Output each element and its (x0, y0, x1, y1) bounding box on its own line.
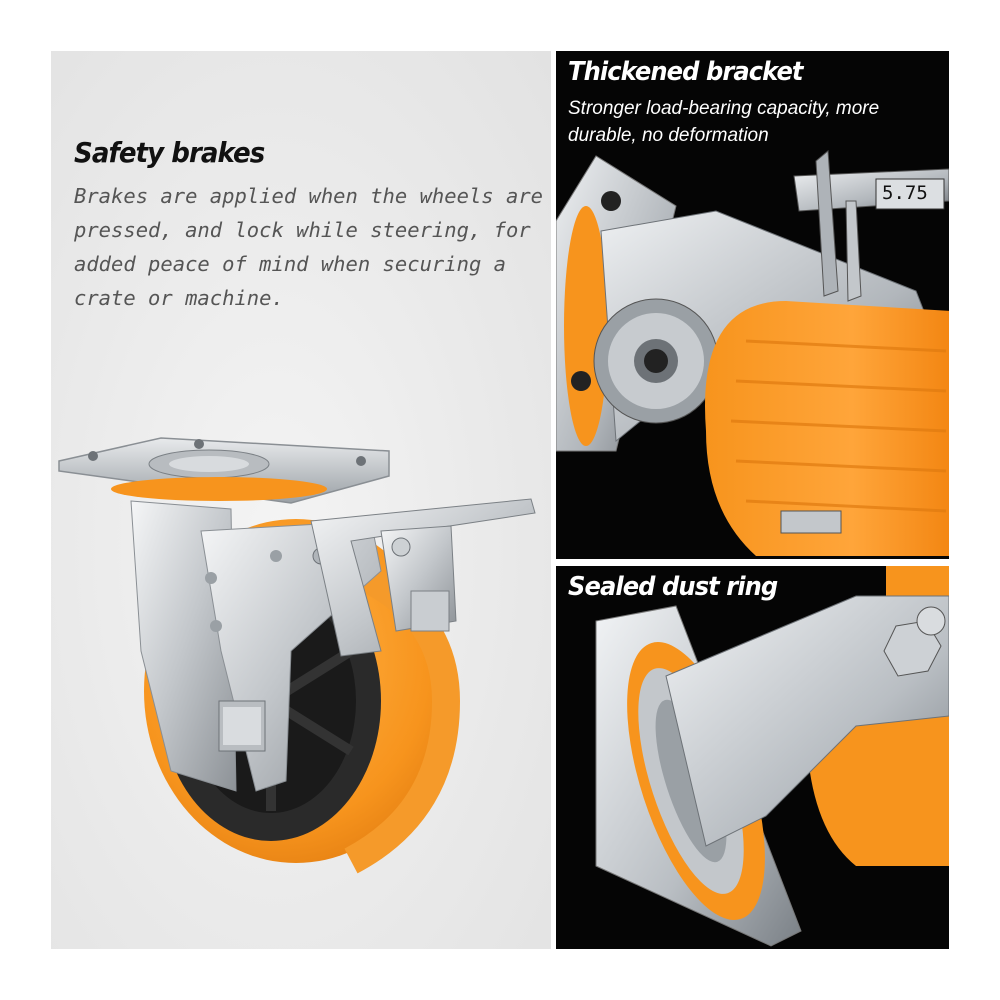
mounting-plate (58, 437, 390, 504)
caliper-reading: 5.75 (882, 182, 928, 204)
safety-brakes-panel: Safety brakes Brakes are applied when th… (51, 51, 551, 949)
orange-wheel (705, 301, 949, 556)
brake-gear (593, 298, 719, 424)
caster-wheel-illustration (58, 437, 536, 874)
hex-bolt (883, 606, 946, 677)
bracket-closeup-illustration (556, 149, 949, 556)
thickened-bracket-panel: 5.75 Thickened bracket Stronger load-bea… (556, 51, 949, 559)
sealed-dust-ring-panel: Sealed dust ring (556, 566, 949, 949)
safety-brakes-title: Safety brakes (74, 136, 265, 169)
dust-ring-closeup-illustration (595, 566, 949, 947)
brake-pedal (310, 498, 536, 657)
thickened-bracket-title: Thickened bracket (568, 57, 803, 87)
safety-brakes-description: Brakes are applied when the wheels are p… (74, 184, 543, 310)
caliper (793, 149, 949, 302)
sealed-dust-ring-title: Sealed dust ring (568, 572, 778, 602)
thickened-bracket-description: Stronger load-bearing capacity, more dur… (568, 98, 880, 146)
